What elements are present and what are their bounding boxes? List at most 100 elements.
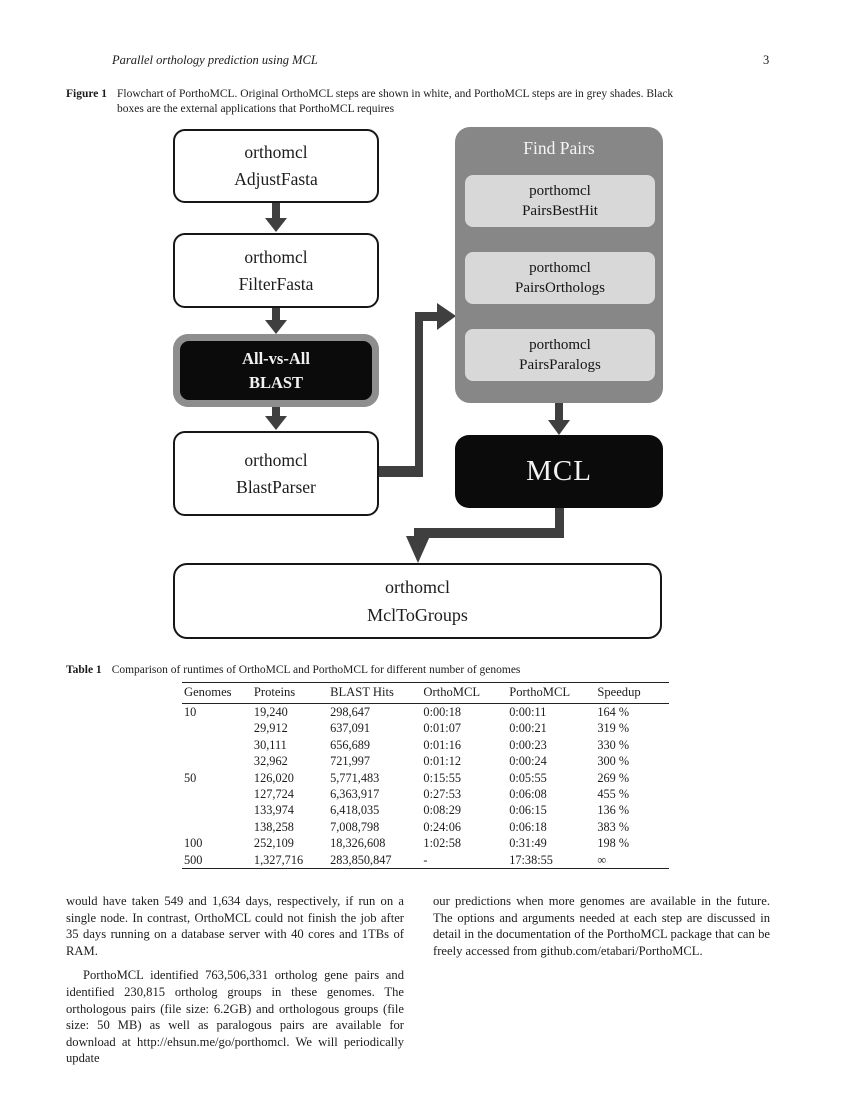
table-cell: 298,647 <box>330 705 371 719</box>
table-cell: 136 % <box>597 803 630 818</box>
table-cell: 656,689 <box>330 737 371 752</box>
table-cell <box>182 786 252 802</box>
table-cell: 30,111 <box>253 737 287 752</box>
node-line: porthomcl <box>529 260 591 276</box>
node-orthomcl-adjustfasta: orthomcl AdjustFasta <box>173 129 379 203</box>
arrow-blastparser-to-findpairs <box>371 303 456 477</box>
table-cell: 269 % <box>597 770 630 785</box>
table-cell: 283,850,847 <box>330 852 392 867</box>
figure-caption-label: Figure 1 <box>66 88 107 100</box>
table-cell: 0:15:55 <box>423 770 461 785</box>
table-caption-text: Comparison of runtimes of OrthoMCL and P… <box>111 664 521 676</box>
arrow-filterfasta-to-blast <box>265 308 287 334</box>
group-find-pairs: Find Pairs porthomcl PairsBestHit portho… <box>455 127 663 403</box>
table-cell: 0:00:24 <box>509 754 547 769</box>
table-cell: 32,962 <box>253 754 288 769</box>
arrow-findpairs-to-mcl <box>548 403 570 435</box>
table-cell: 0:06:18 <box>509 819 547 834</box>
table-cell: 0:00:18 <box>423 705 461 719</box>
table-caption-label: Table 1 <box>66 664 102 676</box>
table-cell: 0:05:55 <box>509 770 547 785</box>
node-line: BLAST <box>248 372 304 392</box>
node-line: MclToGroups <box>367 605 468 625</box>
node-line: BlastParser <box>236 476 316 497</box>
node-line: All-vs-All <box>242 348 310 368</box>
node-line: orthomcl <box>244 142 308 162</box>
table-cell: 455 % <box>597 787 630 802</box>
column-header-orthomcl: OrthoMCL <box>421 682 508 704</box>
table-cell: 5,771,483 <box>330 770 380 785</box>
column-header-genomes: Genomes <box>182 682 252 704</box>
figure-caption: Figure 1 Flowchart of PorthoMCL. Origina… <box>66 87 766 117</box>
table-header: Genomes Proteins BLAST Hits OrthoMCL Por… <box>182 682 669 704</box>
table-cell: 637,091 <box>330 721 371 736</box>
node-orthomcl-mcltogroups: orthomcl MclToGroups <box>173 563 662 639</box>
node-porthomcl-pairsparalogs: porthomcl PairsParalogs <box>465 329 655 381</box>
node-allvsall-blast: All-vs-All BLAST <box>173 334 379 407</box>
table-cell: 721,997 <box>330 754 371 769</box>
column-header-speedup: Speedup <box>595 682 669 704</box>
node-line: AdjustFasta <box>234 169 318 189</box>
table-cell: 6,418,035 <box>330 803 380 818</box>
table-cell: 1,327,716 <box>253 852 304 867</box>
table-cell: 319 % <box>597 721 630 736</box>
runtime-comparison-table: Genomes Proteins BLAST Hits OrthoMCL Por… <box>182 682 669 870</box>
table-cell: 19,240 <box>253 705 288 719</box>
table-cell <box>182 802 252 818</box>
column-header-porthomcl: PorthoMCL <box>507 682 596 704</box>
node-line: porthomcl <box>529 183 591 199</box>
table-cell: 252,109 <box>253 836 294 851</box>
node-porthomcl-pairsorthologs: porthomcl PairsOrthologs <box>465 252 655 304</box>
table-cell: 300 % <box>597 754 630 769</box>
table-caption: Table 1 Comparison of runtimes of OrthoM… <box>66 663 786 678</box>
table-row: 32,962 721,997 0:01:12 0:00:24 300 % <box>182 753 669 769</box>
table-cell: 0:24:06 <box>423 819 461 834</box>
node-line: orthomcl <box>385 577 450 597</box>
node-line: porthomcl <box>529 337 591 353</box>
table-cell: 50 <box>184 770 197 785</box>
node-line: orthomcl <box>244 449 308 470</box>
body-column-left: would have taken 549 and 1,634 days, res… <box>66 893 404 1067</box>
table-cell: 100 <box>184 836 203 851</box>
node-mcl: MCL <box>455 435 663 508</box>
table-cell: 10 <box>184 705 197 719</box>
column-header-proteins: Proteins <box>251 682 329 704</box>
table-cell: 18,326,608 <box>330 836 386 851</box>
node-orthomcl-filterfasta: orthomcl FilterFasta <box>173 233 379 308</box>
table-cell: 0:27:53 <box>423 787 461 802</box>
paragraph: would have taken 549 and 1,634 days, res… <box>66 894 404 958</box>
table-cell: 138,258 <box>253 819 294 834</box>
running-title: Parallel orthology prediction using MCL <box>112 53 318 67</box>
body-column-right: our predictions when more genomes are av… <box>433 893 770 959</box>
group-find-pairs-title: Find Pairs <box>523 138 595 158</box>
table-cell: 198 % <box>597 836 630 851</box>
node-line: PairsOrthologs <box>515 280 605 296</box>
arrow-blast-to-blastparser <box>265 406 287 430</box>
table-cell <box>182 753 252 769</box>
node-line: MCL <box>526 455 592 487</box>
table-cell <box>182 720 252 736</box>
table-cell: 127,724 <box>253 787 294 802</box>
table-cell: 0:00:23 <box>509 737 547 752</box>
table-cell: 0:01:12 <box>423 754 461 769</box>
column-header-blast-hits: BLAST Hits <box>328 682 422 704</box>
node-porthomcl-pairsbesthit: porthomcl PairsBestHit <box>465 175 655 227</box>
paragraph: PorthoMCL identified 763,506,331 ortholo… <box>66 968 404 1066</box>
node-line: PairsParalogs <box>519 357 601 373</box>
table-header-row: Genomes Proteins BLAST Hits OrthoMCL Por… <box>182 682 669 704</box>
node-allvsall-blast-core: All-vs-All BLAST <box>180 341 372 400</box>
table-cell <box>182 819 252 835</box>
table-cell: 1:02:58 <box>423 836 461 851</box>
table-cell: 6,363,917 <box>330 787 380 802</box>
